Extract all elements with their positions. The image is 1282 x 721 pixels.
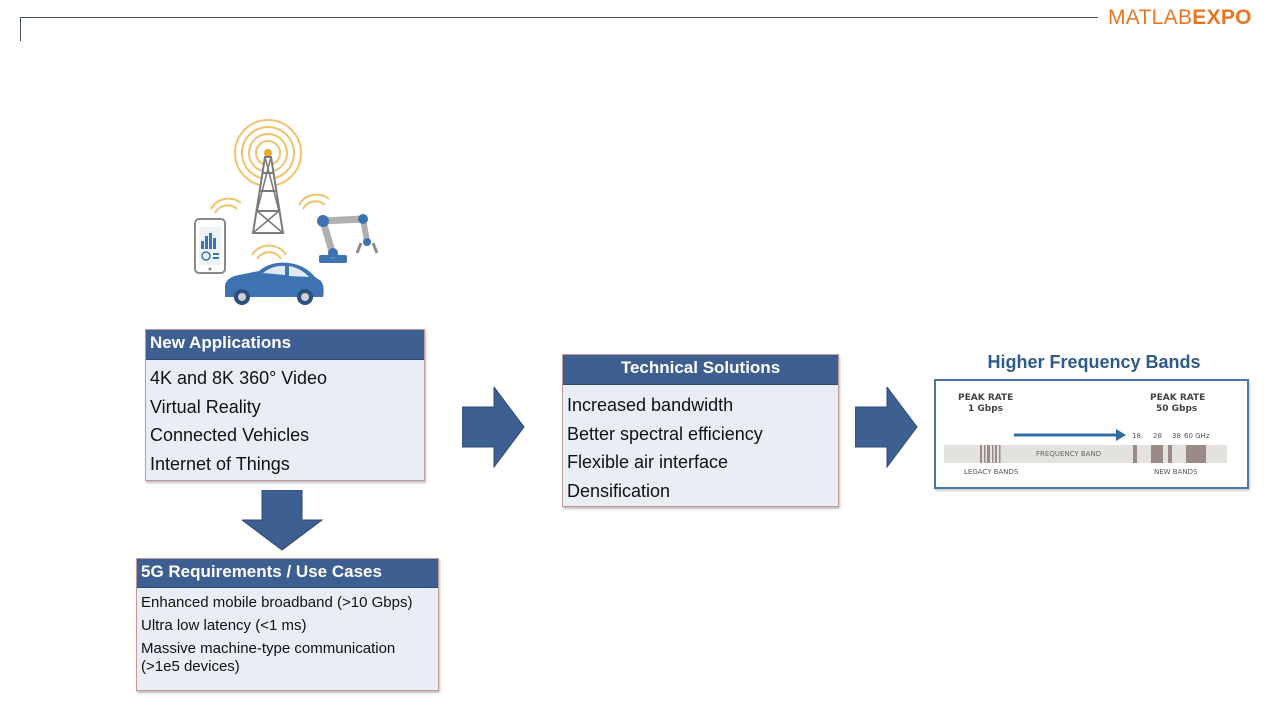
requirements-title: 5G Requirements / Use Cases (137, 559, 438, 588)
applications-illustration (194, 119, 379, 305)
right-arrow-2 (855, 387, 918, 469)
list-item: Virtual Reality (150, 396, 261, 417)
frequency-bands-figure: PEAK RATE 1 Gbps PEAK RATE 50 Gbps FREQU… (934, 379, 1249, 489)
tick-label-60: 60 GHz (1184, 432, 1210, 440)
list-item: Massive machine-type communication (141, 640, 396, 657)
technical-solutions-list: Increased bandwidth Better spectral effi… (563, 385, 838, 505)
down-arrow (242, 490, 324, 551)
frequency-arrow-head (1116, 429, 1126, 441)
frame-left-line (20, 17, 21, 41)
tick-label-18: 18. (1132, 432, 1144, 440)
right-arrow-1 (462, 387, 525, 469)
technical-solutions-title: Technical Solutions (563, 355, 838, 385)
left-peak-label: PEAK RATE (958, 393, 1014, 403)
smartphone-icon (194, 197, 242, 274)
robot-arm-icon (298, 193, 379, 263)
frequency-title: Higher Frequency Bands (987, 352, 1201, 372)
matlab-expo-logo: MATLABEXPO (1108, 6, 1252, 30)
requirements-list: Enhanced mobile broadband (>10 Gbps) Ult… (137, 588, 438, 675)
list-item: Better spectral efficiency (567, 423, 763, 444)
frame-top-line (20, 17, 1098, 18)
cell-tower-icon (234, 119, 302, 234)
list-item: Enhanced mobile broadband (>10 Gbps) (141, 594, 413, 611)
tick-label-38: 38 (1172, 432, 1181, 440)
frequency-band-label: FREQUENCY BAND (1036, 450, 1102, 458)
list-item: 4K and 8K 360° Video (150, 368, 328, 388)
logo-part1: MATLAB (1108, 6, 1193, 29)
left-peak-value: 1 Gbps (968, 404, 1004, 414)
list-item: (>1e5 devices) (141, 658, 240, 675)
requirements-box: 5G Requirements / Use Cases Enhanced mob… (136, 558, 439, 691)
list-item: Densification (567, 480, 671, 501)
tick-label-28: 28 (1153, 432, 1162, 440)
legacy-band-stripes (980, 445, 1001, 463)
new-applications-title: New Applications (146, 330, 424, 360)
right-peak-label: PEAK RATE (1150, 393, 1206, 403)
frequency-band-graphic (944, 429, 1227, 463)
car-icon (225, 244, 324, 305)
right-peak-value: 50 Gbps (1156, 404, 1198, 414)
technical-solutions-box: Technical Solutions Increased bandwidth … (562, 354, 839, 507)
legacy-bands-label: LEGACY BANDS (964, 468, 1019, 476)
list-item: Flexible air interface (567, 452, 729, 472)
list-item: Connected Vehicles (150, 425, 310, 445)
list-item: Increased bandwidth (567, 395, 734, 415)
new-applications-box: New Applications 4K and 8K 360° Video Vi… (145, 329, 425, 481)
new-bands-label: NEW BANDS (1154, 468, 1198, 476)
list-item: Ultra low latency (<1 ms) (141, 617, 307, 634)
new-band-stripes (1133, 445, 1206, 463)
list-item: Internet of Things (150, 453, 290, 474)
new-applications-list: 4K and 8K 360° Video Virtual Reality Con… (146, 360, 424, 478)
logo-part2: EXPO (1192, 6, 1252, 29)
